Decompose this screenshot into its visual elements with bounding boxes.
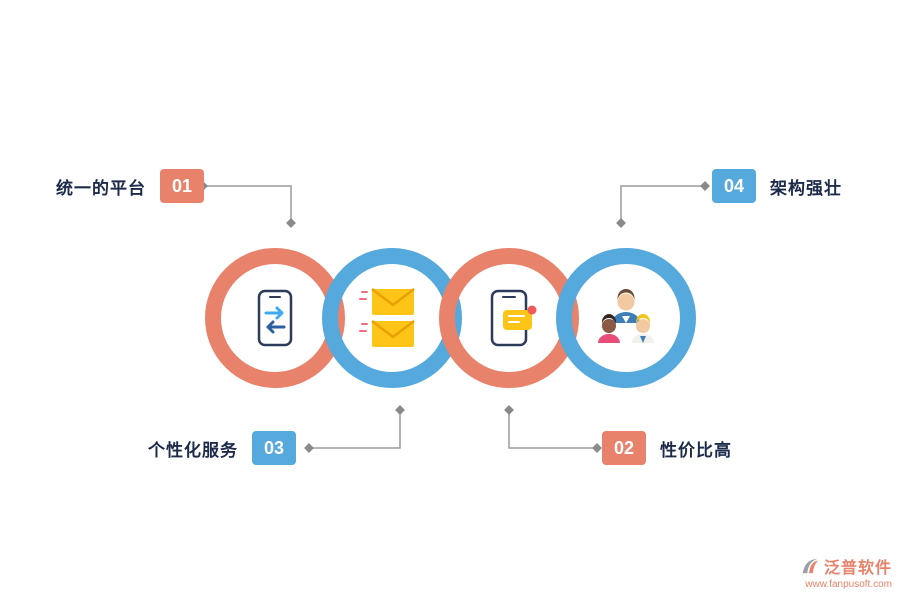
feature-label: 架构强壮 <box>770 178 842 198</box>
ring-4 <box>556 248 696 388</box>
feature-label: 统一的平台 <box>56 178 146 198</box>
mail-icon <box>359 288 415 347</box>
feature-strong-architecture: 04 架构强壮 <box>712 169 842 203</box>
connector-01 <box>203 185 292 221</box>
person-right <box>632 314 654 343</box>
feature-cost-effective: 02 性价比高 <box>602 431 732 465</box>
team-icon <box>598 289 654 343</box>
feature-badge-02: 02 <box>602 431 646 465</box>
connector-02 <box>508 412 597 449</box>
feature-label: 个性化服务 <box>148 440 238 460</box>
watermark-url: www.fanpusoft.com <box>805 579 892 590</box>
phone-chat-icon <box>490 289 537 347</box>
ring-2 <box>322 248 462 388</box>
watermark-brand: 泛普软件 <box>823 560 892 577</box>
connector-lines <box>203 185 705 449</box>
connector-03 <box>309 412 401 449</box>
person-center <box>612 289 640 323</box>
feature-badge-01: 01 <box>160 169 204 203</box>
feature-label: 性价比高 <box>660 440 732 460</box>
person-left <box>598 314 620 343</box>
feature-badge-04: 04 <box>712 169 756 203</box>
watermark: 泛普软件 www.fanpusoft.com <box>800 554 892 590</box>
phone-transfer-icon <box>257 289 293 347</box>
fanpu-logo-icon <box>802 558 819 574</box>
feature-personalized-service: 个性化服务 03 <box>148 431 296 465</box>
feature-unified-platform: 统一的平台 01 <box>56 169 204 203</box>
feature-badge-03: 03 <box>252 431 296 465</box>
connector-04 <box>620 185 705 221</box>
